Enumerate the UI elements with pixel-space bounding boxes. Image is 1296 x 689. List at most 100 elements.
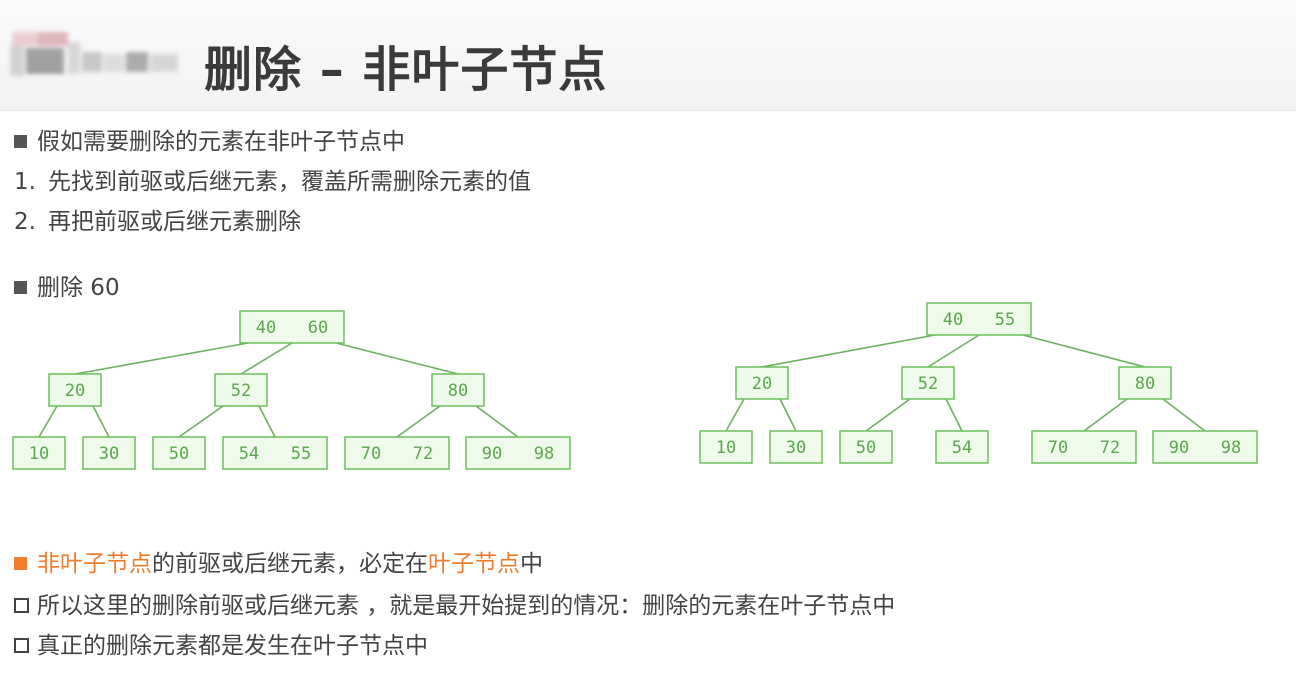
step-text: 先找到前驱或后继元素，覆盖所需删除元素的值	[48, 169, 531, 195]
node-key: 52	[918, 374, 938, 394]
tree-edge	[1022, 334, 1146, 368]
node-key: 98	[1221, 438, 1241, 458]
node-key: 98	[534, 444, 554, 464]
blurred-logo	[8, 32, 180, 90]
tree-edge	[761, 334, 936, 368]
step-text: 再把前驱或后继元素删除	[48, 209, 301, 235]
bullet-square-icon	[14, 281, 27, 294]
after-leaf-node: 30	[769, 430, 823, 464]
step-1: 1. 先找到前驱或后继元素，覆盖所需删除元素的值	[14, 162, 531, 196]
node-key: 60	[308, 318, 328, 338]
before-leaf-node: 50	[152, 436, 206, 470]
node-box	[344, 436, 450, 470]
tree-edge	[945, 398, 963, 432]
node-key: 10	[29, 444, 49, 464]
step-number: 1.	[14, 169, 36, 195]
note-2: 所以这里的删除前驱或后继元素 ，就是最开始提到的情况：删除的元素在叶子节点中	[14, 586, 895, 620]
node-key: 80	[1135, 374, 1155, 394]
before-leaf-node: 10	[12, 436, 66, 470]
node-box	[48, 373, 102, 407]
tree-edge	[240, 342, 293, 375]
node-box	[239, 310, 345, 344]
hollow-square-bullet-icon	[14, 598, 29, 613]
node-key: 30	[786, 438, 806, 458]
after-leaf-node: 54	[935, 430, 989, 464]
tree-edge	[92, 405, 110, 438]
tree-edge	[38, 405, 58, 438]
before-root-node: 40 60	[239, 310, 345, 344]
step-number: 2.	[14, 209, 36, 235]
tree-edge	[396, 405, 441, 438]
tree-edge	[865, 398, 911, 432]
node-box	[839, 430, 893, 464]
before-internal-node: 20	[48, 373, 102, 407]
node-key: 55	[995, 310, 1015, 330]
tree-edge	[258, 405, 276, 438]
tree-edge	[725, 398, 745, 432]
node-key: 50	[856, 438, 876, 458]
note-1-highlight-b: 叶子节点	[428, 551, 520, 577]
node-box	[769, 430, 823, 464]
node-box	[735, 366, 789, 400]
note-1-highlight-a: 非叶子节点	[37, 551, 152, 577]
node-key: 70	[1048, 438, 1068, 458]
note-3-text: 真正的删除元素都是发生在叶子节点中	[37, 633, 428, 659]
tree-edge	[1162, 398, 1206, 432]
node-box	[1118, 366, 1172, 400]
before-internal-node: 52	[214, 373, 268, 407]
bullet-square-orange-icon	[14, 557, 27, 570]
node-box	[152, 436, 206, 470]
node-key: 54	[952, 438, 972, 458]
node-key: 54	[239, 444, 259, 464]
after-internal-node: 80	[1118, 366, 1172, 400]
intro-heading: 假如需要删除的元素在非叶子节点中	[14, 122, 405, 156]
node-box	[935, 430, 989, 464]
tree-edge	[475, 405, 519, 438]
node-box	[1152, 430, 1258, 464]
node-box	[465, 436, 571, 470]
tree-edge	[779, 398, 797, 432]
note-3: 真正的删除元素都是发生在叶子节点中	[14, 626, 428, 660]
node-box	[1031, 430, 1137, 464]
tree-edge	[1083, 398, 1128, 432]
node-key: 30	[99, 444, 119, 464]
note-1-text-a: 的前驱或后继元素，必定在	[152, 551, 428, 577]
node-box	[699, 430, 753, 464]
before-leaf-node: 70 72	[344, 436, 450, 470]
slide-header: 删除 – 非叶子节点	[0, 0, 1296, 111]
before-internal-node: 80	[431, 373, 485, 407]
after-leaf-node: 50	[839, 430, 893, 464]
tree-edge	[927, 334, 980, 368]
intro-heading-text: 假如需要删除的元素在非叶子节点中	[37, 129, 405, 155]
node-key: 40	[943, 310, 963, 330]
hollow-square-bullet-icon	[14, 638, 29, 653]
node-key: 72	[413, 444, 433, 464]
after-root-node: 40 55	[926, 302, 1032, 336]
node-box	[901, 366, 955, 400]
tree-edge	[335, 342, 459, 375]
node-box	[12, 436, 66, 470]
slide-title: 删除 – 非叶子节点	[204, 42, 608, 98]
node-box	[926, 302, 1032, 336]
node-key: 52	[231, 381, 251, 401]
node-key: 50	[169, 444, 189, 464]
node-key: 40	[256, 318, 276, 338]
node-key: 10	[716, 438, 736, 458]
bullet-square-icon	[14, 135, 27, 148]
after-internal-node: 20	[735, 366, 789, 400]
tree-edge	[178, 405, 224, 438]
tree-edges	[725, 334, 1206, 432]
node-key: 80	[448, 381, 468, 401]
node-key: 70	[361, 444, 381, 464]
example-label-text: 删除 60	[37, 275, 120, 301]
step-2: 2. 再把前驱或后继元素删除	[14, 202, 301, 236]
node-box	[214, 373, 268, 407]
tree-edges	[38, 342, 519, 438]
node-key: 20	[65, 381, 85, 401]
